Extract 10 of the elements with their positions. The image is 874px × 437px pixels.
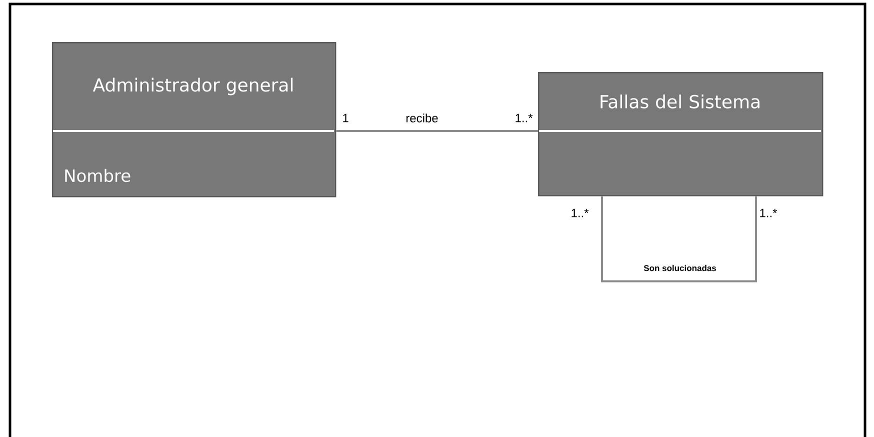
multiplicity: 1 [343, 114, 348, 122]
association-line [336, 130, 538, 132]
edge-label: Son solucionadas [642, 264, 718, 272]
multiplicity: 1..* [516, 114, 533, 122]
class-box: Fallas del Sistema [538, 72, 824, 196]
class-box: Administrador general Nombre [52, 42, 336, 198]
edge-label: recibe [404, 112, 440, 124]
association-line [601, 196, 757, 282]
multiplicity: 1..* [760, 208, 778, 218]
multiplicity: 1..* [572, 208, 589, 218]
